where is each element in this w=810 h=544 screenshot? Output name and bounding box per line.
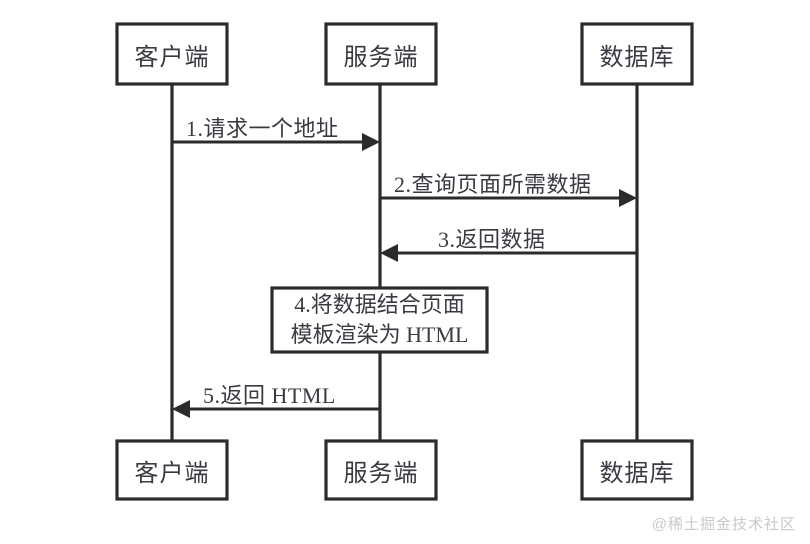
message-label-1: 1.请求一个地址 [186,116,339,141]
action-box-render-html[interactable] [270,286,489,354]
participant-label-server-top: 服务端 [343,44,419,71]
message-label-5: 5.返回 HTML [203,383,336,408]
action-box-line-2: 模板渲染为 HTML [290,322,469,347]
action-box-line-1: 4.将数据结合页面 [294,292,465,318]
message-label-2: 2.查询页面所需数据 [394,172,592,197]
participant-box-server-top[interactable] [324,22,438,86]
participant-label-client-bottom: 客户端 [134,460,210,487]
watermark-label: @稀土掘金技术社区 [651,516,796,533]
message-arrowhead-1 [362,133,380,151]
participant-label-server-bottom: 服务端 [343,460,419,487]
participant-box-client-bottom[interactable] [115,439,229,501]
message-arrowhead-3 [380,244,398,262]
action-box-label-render-html: 4.将数据结合页面 模板渲染为 HTML [272,288,487,352]
participant-box-server-bottom[interactable] [324,439,438,501]
message-label-3: 3.返回数据 [438,227,546,252]
participant-box-client-top[interactable] [115,22,229,86]
participant-box-database-bottom[interactable] [580,439,694,501]
participant-box-database-top[interactable] [580,22,694,86]
participant-label-client-top: 客户端 [134,44,210,71]
participant-label-database-bottom: 数据库 [599,460,675,487]
message-arrowhead-2 [619,189,637,207]
participant-label-database-top: 数据库 [599,44,675,71]
message-arrowhead-5 [172,400,190,418]
